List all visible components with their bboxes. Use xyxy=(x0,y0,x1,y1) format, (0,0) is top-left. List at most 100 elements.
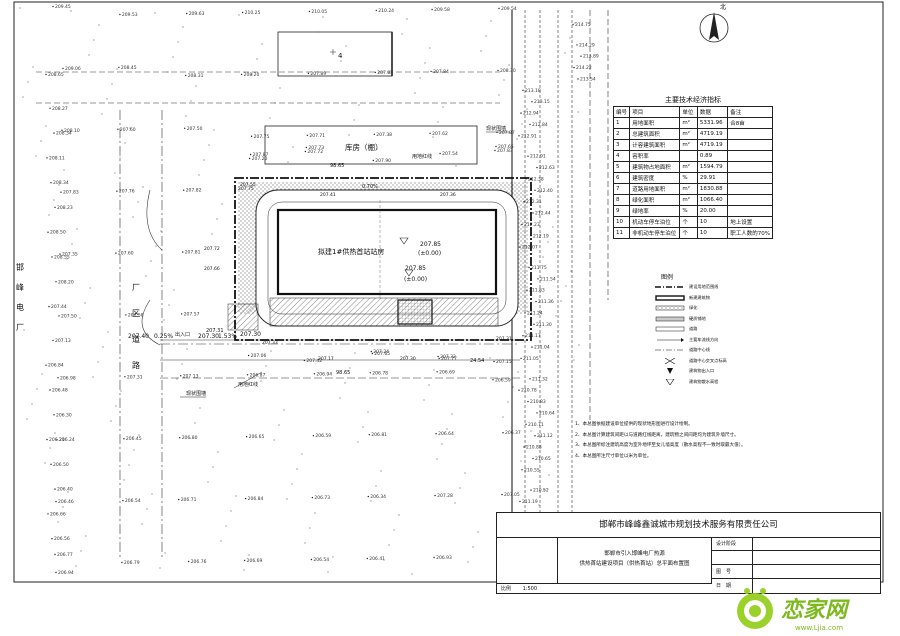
elevation-dot xyxy=(439,152,441,155)
elevation-label: 206.54 xyxy=(125,498,141,504)
elevation-label: 206.80 xyxy=(182,435,198,441)
elevation-label: 207.42 xyxy=(306,358,322,364)
terrain-dot xyxy=(123,479,125,481)
elevation-dot xyxy=(502,432,504,434)
elevation-label: 206.81 xyxy=(371,432,387,438)
econ-cell: m² xyxy=(679,128,698,140)
econ-cell xyxy=(727,172,773,184)
legend-item: 道路 xyxy=(655,324,745,335)
title-block: 邯郸市峰峰鑫诚城市规划技术服务有限责任公司 邯郸市引入邯峰电厂热源 供热首站建设… xyxy=(496,512,881,594)
elevation-dot xyxy=(372,159,374,162)
terrain-dot xyxy=(555,315,557,317)
terrain-dot xyxy=(79,317,81,319)
terrain-dot xyxy=(182,26,184,28)
terrain-dot xyxy=(31,403,33,405)
terrain-dot xyxy=(322,16,324,18)
terrain-dot xyxy=(235,495,237,497)
elevation-label: 206.94 xyxy=(58,570,74,576)
terrain-dot xyxy=(151,493,153,495)
entrance-apron xyxy=(227,303,259,331)
elevation-label: 207.72 xyxy=(307,149,323,155)
elevation-dot xyxy=(580,55,582,57)
terrain-dot xyxy=(145,275,147,277)
econ-cell: 职工人数的70% xyxy=(727,227,773,239)
elevation-label: 211.04 xyxy=(534,345,550,351)
project-line-2: 供热首站建设项目（供热首站）总平面布置图 xyxy=(579,561,690,567)
terrain-dot xyxy=(154,12,156,14)
elevation-label: 207.60 xyxy=(118,251,134,257)
terrain-dot xyxy=(548,474,550,476)
road-name-left: 邯 峰 电 厂 xyxy=(16,262,24,332)
econ-cell: % xyxy=(679,172,698,184)
elevation-label: 206.65 xyxy=(249,434,265,440)
terrain-dot xyxy=(424,62,426,64)
terrain-dot xyxy=(176,378,178,380)
elevation-label: 212.23 xyxy=(524,222,540,228)
elevation-label: 209.53 xyxy=(122,12,138,18)
elevation-dot xyxy=(50,182,52,184)
elevation-label: 207.82 xyxy=(186,188,202,194)
coord-j: 207.75 xyxy=(238,186,254,192)
terrain-dot xyxy=(569,37,571,39)
econ-cell: m² xyxy=(679,139,698,151)
elevation-label: 211.36 xyxy=(538,299,554,305)
elevation-dot xyxy=(241,11,244,14)
elevation-dot xyxy=(51,538,53,540)
terrain-dot xyxy=(211,233,213,235)
svg-text:厂: 厂 xyxy=(16,323,24,332)
left-elevation-points: 208.65208.27208.34208.11208.34208.23208.… xyxy=(45,72,74,576)
coord-b: 0.25% xyxy=(154,333,173,340)
terrain-dot xyxy=(269,117,271,119)
terrain-dot xyxy=(490,20,492,22)
terrain-dot xyxy=(177,41,179,43)
terrain-dot xyxy=(560,300,562,302)
terrain-dot xyxy=(48,214,50,216)
tri-swatch-icon xyxy=(665,378,675,385)
elevation-dot xyxy=(58,315,60,317)
elevation-label: 207.76 xyxy=(119,189,135,195)
terrain-dot xyxy=(451,413,453,415)
terrain-dot xyxy=(512,386,514,388)
terrain-dot xyxy=(433,369,435,371)
econ-cell xyxy=(679,150,698,162)
terrain-dot xyxy=(353,119,355,121)
elevation-dot xyxy=(53,414,55,416)
terrain-dot xyxy=(199,407,201,409)
elevation-label: 208.45 xyxy=(121,65,137,71)
elevation-label: 207.50 xyxy=(187,126,203,132)
elevation-label: 212.07 xyxy=(522,245,538,251)
elevation-dot xyxy=(518,135,520,137)
elevation-dot xyxy=(115,252,117,254)
econ-cell xyxy=(727,128,773,140)
econ-header-cell: 单位 xyxy=(679,106,698,118)
tb-right-row: 设计阶段 xyxy=(712,537,880,551)
elevation-dot xyxy=(59,253,61,255)
terrain-dot xyxy=(520,460,522,462)
elevation-label: 208.50 xyxy=(50,230,66,236)
terrain-dot xyxy=(349,367,351,369)
econ-cell: 绿化面积 xyxy=(629,194,681,206)
terrain-dot xyxy=(26,418,28,420)
elevation-label: 206.87 xyxy=(250,372,266,378)
terrain-dot xyxy=(220,540,222,542)
elevation-label: 208.20 xyxy=(244,72,260,78)
econ-cell: 4719.19 xyxy=(696,128,729,140)
terrain-dot xyxy=(309,527,311,529)
elevation-dot xyxy=(529,123,531,126)
drawing-frame xyxy=(13,1,884,583)
terrain-dot xyxy=(225,525,227,527)
econ-cell: 20.00 xyxy=(696,205,729,217)
terrain-dot xyxy=(521,123,523,125)
legend-item: 道路中心交叉点标高 xyxy=(655,356,745,367)
terrain-dot xyxy=(383,559,385,561)
elevation-label: 208.11 xyxy=(49,155,65,161)
elevation-label: 208.55 xyxy=(54,255,70,261)
econ-cell: 29.91 xyxy=(696,172,729,184)
elevation-label: 207.13 xyxy=(183,373,199,379)
terrain-dot xyxy=(564,52,566,54)
terrain-dot xyxy=(428,384,430,386)
warehouse-label: 库房（棚） xyxy=(345,142,383,152)
terrain-dot xyxy=(432,136,434,138)
